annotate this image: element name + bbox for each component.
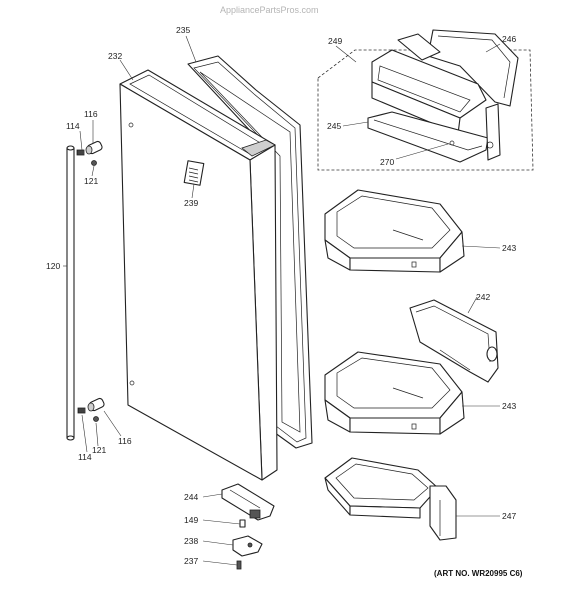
pin-149-part [239, 519, 246, 528]
screw-237-part [236, 560, 242, 570]
door-panel-part [119, 69, 278, 481]
door-rod-part [66, 145, 75, 441]
callout-116-lower: 116 [118, 436, 132, 446]
hinge-244-part [221, 483, 275, 521]
upper-hinge-hardware [76, 140, 103, 166]
callout-121-upper: 121 [84, 176, 98, 186]
callout-149: 149 [184, 515, 198, 525]
bin-245-part [367, 49, 501, 163]
bin-243-upper-part [324, 189, 465, 273]
callout-270: 270 [380, 157, 394, 167]
bin-246-part [397, 29, 519, 107]
callout-242: 242 [476, 292, 490, 302]
watermark: AppliancePartsPros.com [220, 5, 319, 15]
bin-247-part [324, 457, 457, 541]
callout-247: 247 [502, 511, 516, 521]
callout-235: 235 [176, 25, 190, 35]
callout-244: 244 [184, 492, 198, 502]
callout-238: 238 [184, 536, 198, 546]
callout-243-lower: 243 [502, 401, 516, 411]
callout-237: 237 [184, 556, 198, 566]
bracket-238-part [232, 535, 263, 557]
callout-121-lower: 121 [92, 445, 106, 455]
callout-120: 120 [46, 261, 60, 271]
callout-232: 232 [108, 51, 122, 61]
bin-243-lower-part [324, 351, 465, 435]
callout-114-upper: 114 [66, 121, 80, 131]
callout-243-upper: 243 [502, 243, 516, 253]
callout-116-upper: 116 [84, 109, 98, 119]
callout-246: 246 [502, 34, 516, 44]
callout-239: 239 [184, 198, 198, 208]
callout-249: 249 [328, 36, 342, 46]
callout-114-lower: 114 [78, 452, 92, 462]
art-number: (ART NO. WR20995 C6) [434, 569, 523, 578]
assembly-249-outline [317, 49, 534, 171]
callout-245: 245 [327, 121, 341, 131]
lower-hinge-hardware [77, 397, 105, 422]
bin-242-part [409, 299, 499, 383]
